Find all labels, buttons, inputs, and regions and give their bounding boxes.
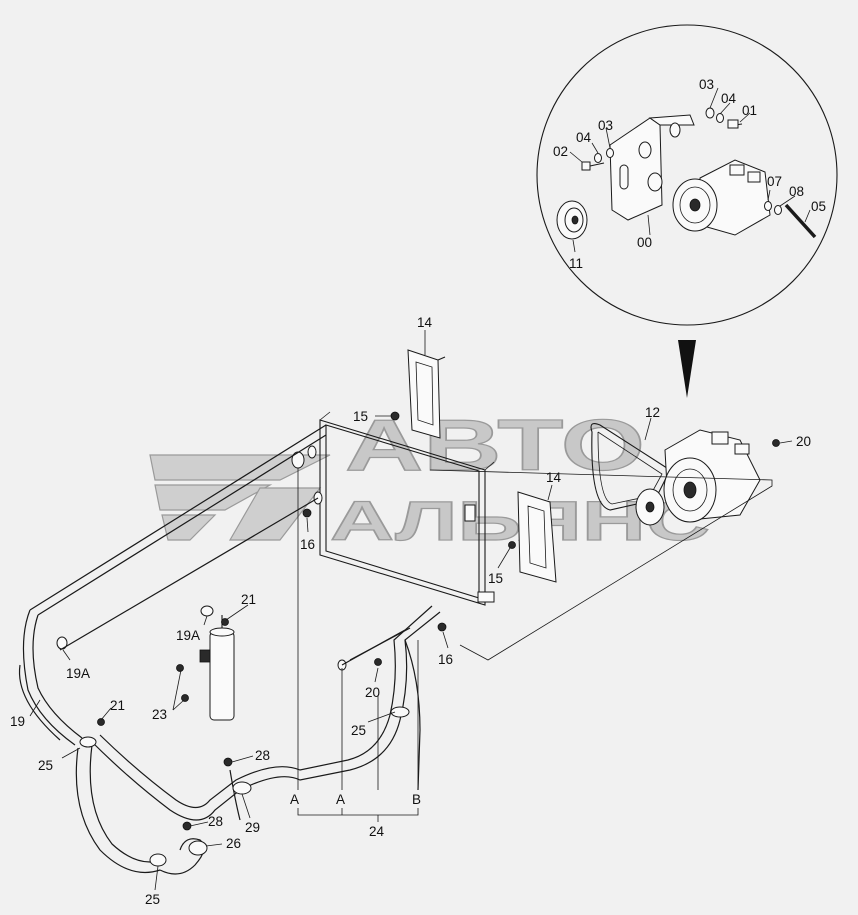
- callout-28-upper: 28: [255, 748, 270, 763]
- callout-03-left: 03: [598, 118, 613, 133]
- callout-15-upper: 15: [353, 409, 368, 424]
- hose-clamps: [79, 706, 410, 867]
- callout-25-mid: 25: [351, 723, 366, 738]
- ref-B-1: B: [412, 792, 421, 807]
- callout-26: 26: [226, 836, 241, 851]
- receiver-drier: [199, 615, 235, 721]
- callout-01: 01: [742, 103, 757, 118]
- ref-A-1: A: [290, 792, 299, 807]
- callout-03-top: 03: [699, 77, 714, 92]
- watermark-logo-icon: [149, 454, 331, 541]
- callout-28-lower: 28: [208, 814, 223, 829]
- detail-leaders: [569, 87, 811, 253]
- callout-29: 29: [245, 820, 260, 835]
- callout-23: 23: [152, 707, 167, 722]
- detail-circle: [536, 24, 838, 326]
- callout-14-upper: 14: [417, 315, 433, 330]
- callout-21-left: 21: [110, 698, 125, 713]
- callout-16-right: 16: [438, 652, 453, 667]
- callout-20-right: 20: [796, 434, 811, 449]
- callout-19: 19: [10, 714, 25, 729]
- compressor-main: [590, 423, 761, 526]
- callout-25-bottom: 25: [145, 892, 160, 907]
- ref-A-2: A: [336, 792, 345, 807]
- callout-00: 00: [637, 235, 652, 250]
- bracket-14-upper: [407, 349, 446, 439]
- callout-19A-drier: 19A: [176, 628, 200, 643]
- callout-12: 12: [645, 405, 660, 420]
- compressor-bracket: [609, 114, 695, 221]
- bracket-14-lower: [517, 491, 557, 583]
- callout-labels: 03 04 01 03 04 02 07 08 05 00 11 14 15 1…: [10, 77, 826, 907]
- callout-19A-left: 19A: [66, 666, 90, 681]
- callout-20-mid: 20: [365, 685, 380, 700]
- hose-lines: [18, 424, 441, 875]
- callout-02: 02: [553, 144, 568, 159]
- compressor-detail: [672, 159, 771, 236]
- callout-04-top: 04: [721, 91, 737, 106]
- callout-07: 07: [767, 174, 782, 189]
- detail-pointer-arrow-icon: [678, 340, 696, 398]
- mounting-outline: [429, 469, 773, 661]
- callout-25-left: 25: [38, 758, 53, 773]
- fasteners-detail: [581, 107, 817, 239]
- callout-leaders: [29, 330, 793, 891]
- callout-11: 11: [569, 256, 583, 271]
- callout-04-left: 04: [576, 130, 592, 145]
- callout-08: 08: [789, 184, 804, 199]
- callout-14-lower: 14: [546, 470, 562, 485]
- detail-view: [536, 24, 838, 398]
- reference-lines: [297, 468, 419, 822]
- callout-16-left: 16: [300, 537, 315, 552]
- callout-21-drier: 21: [241, 592, 256, 607]
- callout-15-lower: 15: [488, 571, 503, 586]
- callout-24: 24: [369, 824, 385, 839]
- callout-05: 05: [811, 199, 826, 214]
- idler-pulley: [556, 200, 588, 240]
